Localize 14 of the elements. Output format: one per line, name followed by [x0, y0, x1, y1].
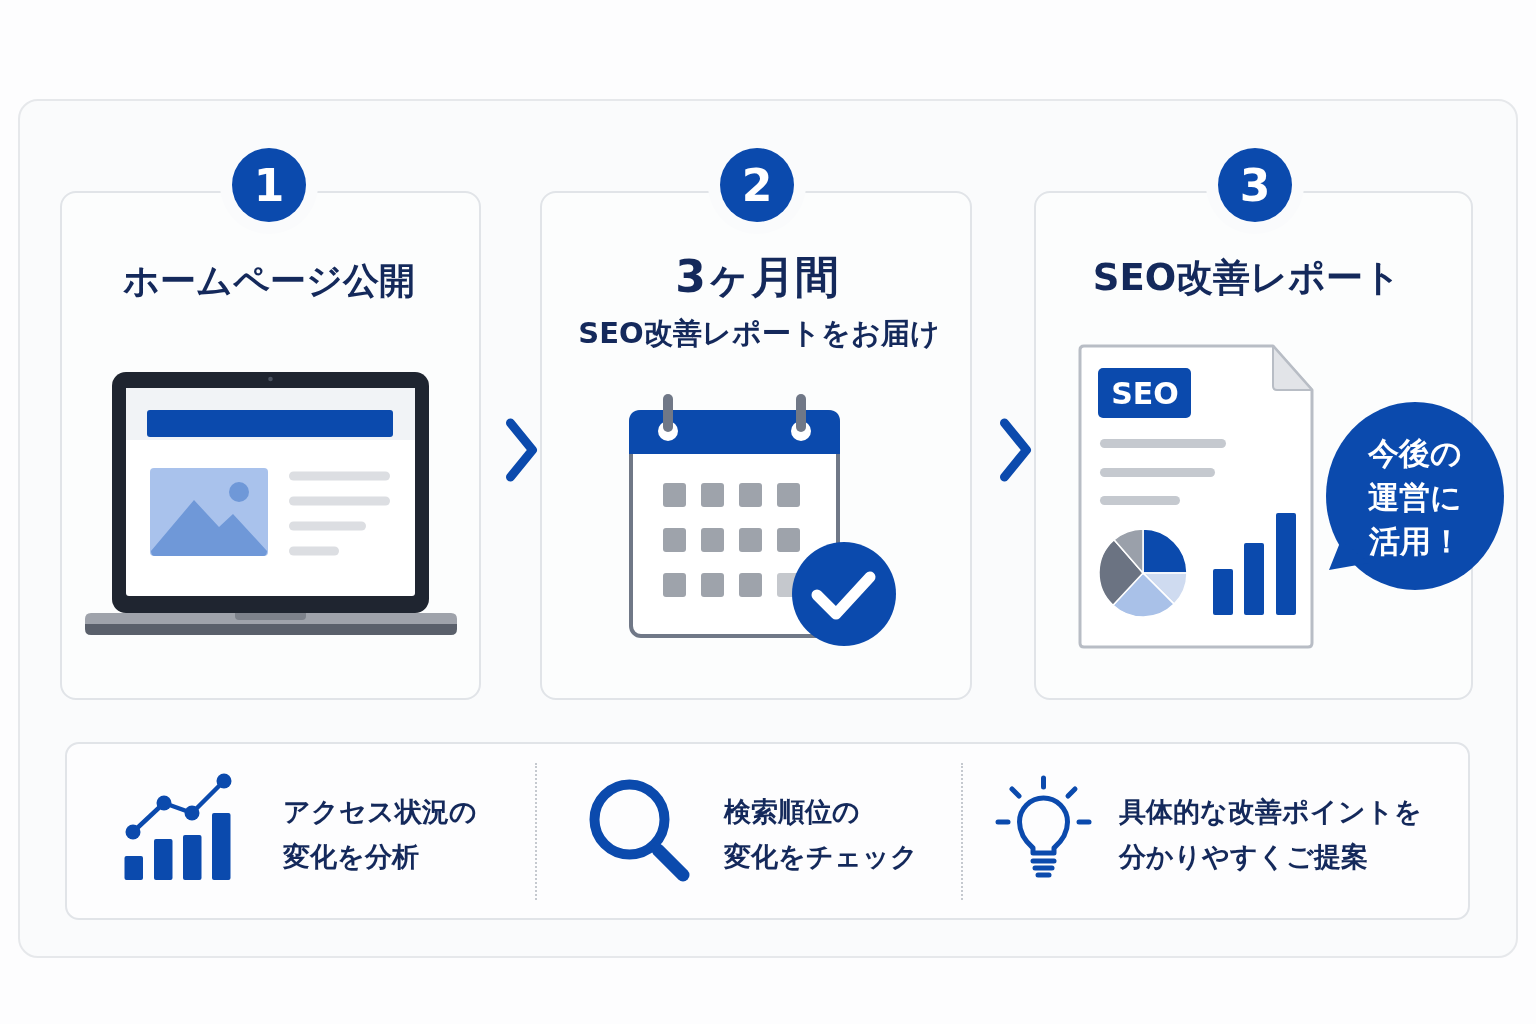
card-title: SEO改善レポート: [1092, 255, 1402, 301]
card-subtitle: SEO改善レポートをお届け: [578, 315, 940, 351]
card-title: ホームページ公開: [123, 259, 415, 303]
feature-panel: [65, 742, 1470, 920]
step-number: 1: [253, 159, 285, 213]
label-tag: [1098, 368, 1191, 418]
step-number: 3: [1239, 159, 1271, 213]
feature-text: 検索順位の変化をチェック: [724, 795, 918, 874]
bubble-text: 今後の運営に活用！: [1368, 434, 1462, 561]
step-number: 2: [741, 159, 773, 213]
tag-text: SEO: [1111, 376, 1179, 412]
feature-text: 具体的な改善ポイントを分かりやすくご提案: [1119, 795, 1422, 874]
card-title: 3ヶ月間: [675, 250, 839, 304]
feature-text: アクセス状況の変化を分析: [283, 795, 477, 874]
